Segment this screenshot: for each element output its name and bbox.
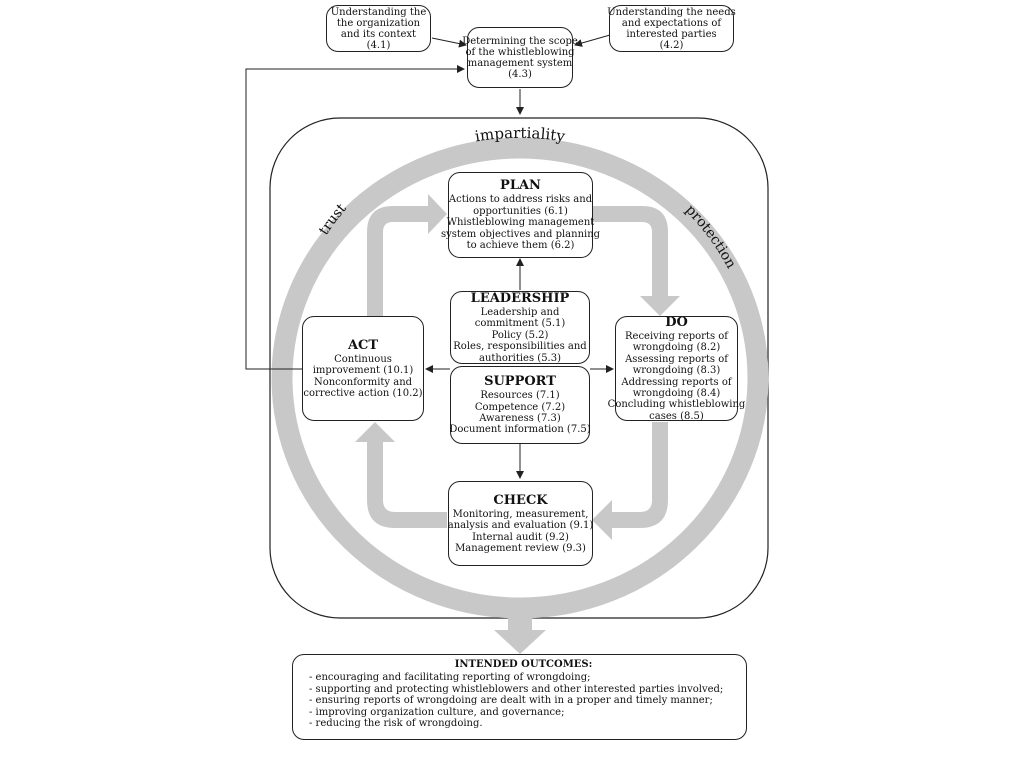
do-line-1: Receiving reports of — [625, 330, 728, 342]
connectors — [245, 34, 614, 479]
context-line-1: Understanding the — [330, 6, 427, 18]
cycle-arrows — [355, 194, 680, 654]
context-line-4: (4.1) — [366, 39, 391, 51]
context-line-3: and its context — [340, 28, 417, 40]
scope-line-2: of the whistleblowing — [465, 46, 575, 58]
act-line-1: Continuous — [334, 353, 392, 365]
act-line-3: Nonconformity and — [313, 376, 413, 388]
ring-label-top: impartiality — [474, 124, 567, 146]
outcomes-arrow — [494, 605, 546, 654]
do-line-8: cases (8.5) — [649, 410, 704, 422]
support-line-4: Document information (7.5) — [449, 424, 591, 436]
act-line-4: corrective action (10.2) — [303, 387, 423, 399]
do-line-5: Addressing reports of — [621, 376, 732, 388]
outcomes-title: INTENDED OUTCOMES: — [454, 659, 593, 670]
context-box: Understanding the the organization and i… — [326, 5, 431, 52]
plan-box: PLAN Actions to address risks and opport… — [441, 172, 600, 258]
leadership-box: LEADERSHIP Leadership and commitment (5.… — [450, 291, 590, 364]
leadership-line-2: commitment (5.1) — [474, 318, 566, 330]
do-line-6: wrongdoing (8.4) — [632, 387, 721, 399]
check-title: CHECK — [493, 492, 548, 508]
check-line-4: Management review (9.3) — [455, 542, 586, 554]
intended-outcomes-box: INTENDED OUTCOMES: - encouraging and fac… — [292, 654, 747, 740]
parties-line-4: (4.2) — [659, 39, 684, 51]
do-line-3: Assessing reports of — [625, 353, 728, 365]
plan-line-5: to achieve them (6.2) — [466, 240, 575, 252]
check-line-3: Internal audit (9.2) — [472, 531, 569, 543]
plan-title: PLAN — [500, 178, 541, 194]
scope-line-1: Determining the scope — [462, 35, 578, 47]
outcome-item-3: - ensuring reports of wrongdoing are dea… — [309, 695, 713, 707]
outcome-item-5: - reducing the risk of wrongdoing. — [309, 718, 483, 730]
leadership-line-1: Leadership and — [480, 306, 560, 318]
leadership-line-3: Policy (5.2) — [491, 329, 549, 341]
parties-line-1: Understanding the needs — [607, 6, 736, 18]
outcome-item-2: - supporting and protecting whistleblowe… — [309, 683, 724, 695]
parties-line-3: interested parties — [626, 28, 717, 40]
check-box: CHECK Monitoring, measurement, analysis … — [448, 481, 593, 566]
do-line-4: wrongdoing (8.3) — [632, 365, 721, 377]
act-line-2: improvement (10.1) — [312, 365, 414, 377]
parties-line-2: and expectations of — [621, 17, 722, 29]
support-title: SUPPORT — [484, 374, 556, 390]
check-line-1: Monitoring, measurement, — [452, 508, 589, 520]
do-box: DO Receiving reports of wrongdoing (8.2)… — [608, 314, 746, 422]
ring-label-right: protection — [682, 202, 739, 271]
act-title: ACT — [347, 337, 379, 353]
outcome-item-1: - encouraging and facilitating reporting… — [309, 672, 591, 683]
support-line-1: Resources (7.1) — [480, 390, 560, 402]
do-title: DO — [665, 314, 688, 330]
scope-line-4: (4.3) — [508, 68, 532, 80]
do-line-7: Concluding whistleblowing — [607, 399, 746, 411]
outcome-item-4: - improving organization culture, and go… — [309, 706, 565, 718]
leadership-line-4: Roles, responsibilities and — [453, 341, 587, 353]
plan-line-1: Actions to address risks and — [448, 194, 593, 206]
plan-line-4: system objectives and planning — [440, 228, 601, 240]
check-line-2: analysis and evaluation (9.1) — [447, 520, 594, 532]
support-line-2: Competence (7.2) — [474, 401, 566, 413]
context-line-2: the organization — [336, 17, 421, 29]
scope-line-3: management system — [467, 57, 573, 69]
do-line-2: wrongdoing (8.2) — [632, 342, 721, 354]
leadership-line-5: authorities (5.3) — [478, 352, 561, 364]
act-box: ACT Continuous improvement (10.1) Noncon… — [302, 316, 424, 421]
plan-line-2: opportunities (6.1) — [473, 205, 568, 217]
leadership-title: LEADERSHIP — [470, 290, 570, 306]
plan-line-3: Whistleblowing management — [446, 217, 595, 229]
interested-parties-box: Understanding the needs and expectations… — [607, 5, 736, 52]
scope-box: Determining the scope of the whistleblow… — [462, 27, 578, 88]
support-line-3: Awareness (7.3) — [479, 413, 561, 424]
support-box: SUPPORT Resources (7.1) Competence (7.2)… — [449, 366, 591, 444]
